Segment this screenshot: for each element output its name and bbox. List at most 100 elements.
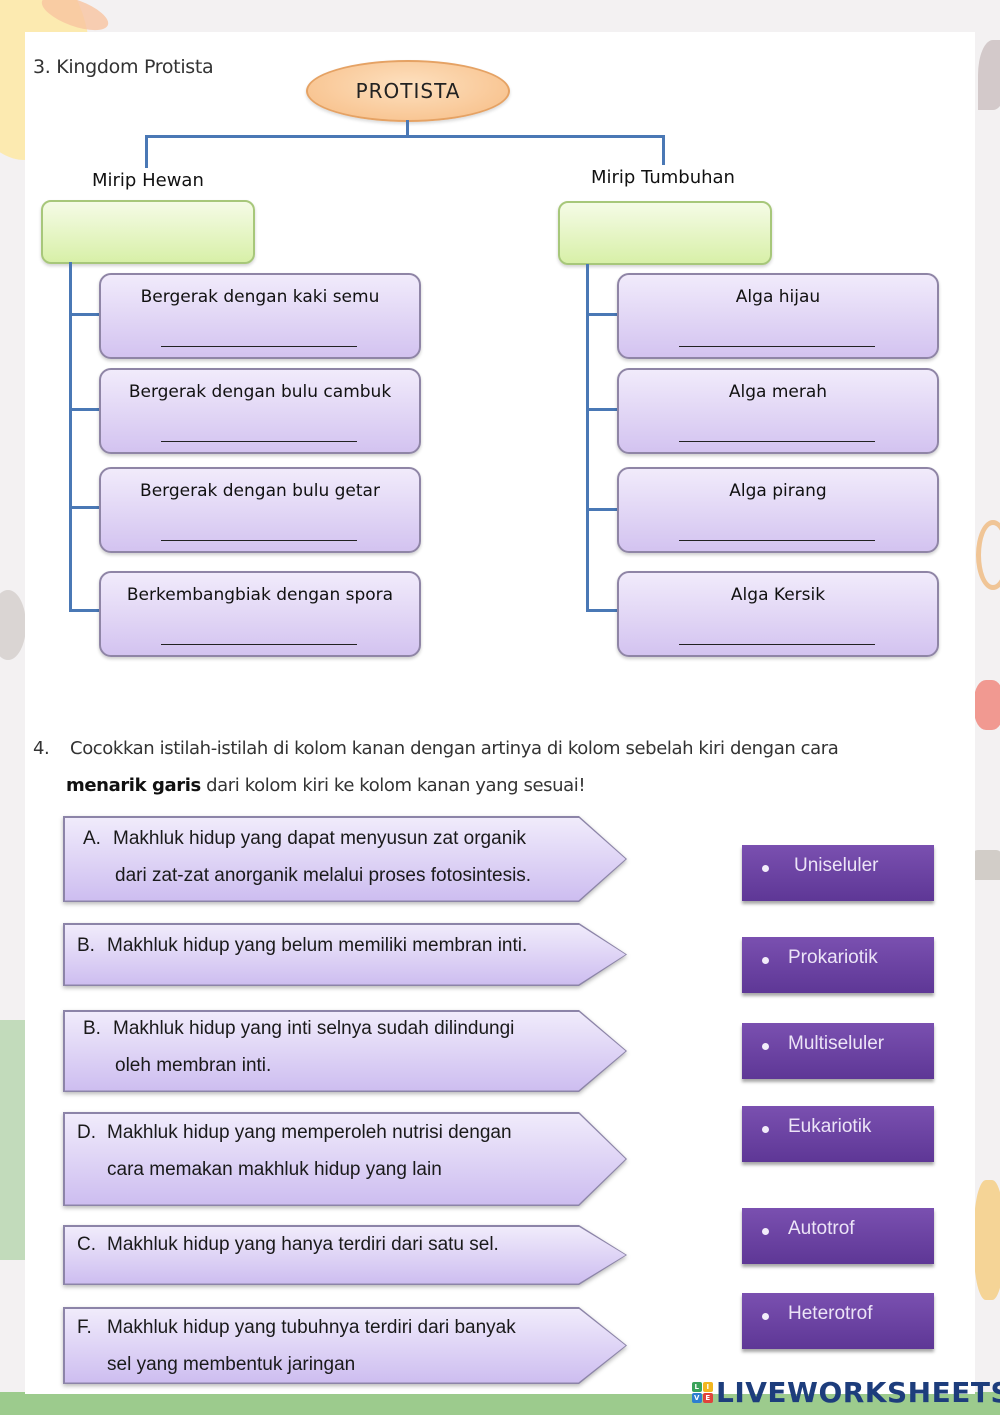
definition-arrow-b1[interactable]: B.Makhluk hidup yang belum memiliki memb… xyxy=(63,923,627,986)
connector-line xyxy=(586,408,618,411)
algae-label: Alga pirang xyxy=(729,481,827,501)
brand-name: LIVEWORKSHEETS xyxy=(716,1375,1000,1409)
bullet-icon xyxy=(762,957,769,964)
term-label: Autotrof xyxy=(788,1218,855,1239)
connector-line xyxy=(69,262,72,612)
connector-line xyxy=(69,408,99,411)
connector-line xyxy=(145,135,665,138)
leaf-decoration xyxy=(978,40,1000,110)
trait-label: Bergerak dengan kaki semu xyxy=(140,287,380,307)
term-box-prokariotik[interactable]: Prokariotik xyxy=(742,937,934,993)
definition-letter: C. xyxy=(77,1234,96,1255)
instruction-part-2: dari kolom kiri ke kolom kanan yang sesu… xyxy=(206,775,586,796)
instruction-bold: menarik garis xyxy=(66,775,201,796)
connector-line xyxy=(586,609,618,612)
connector-line xyxy=(69,506,99,509)
trait-box: Bergerak dengan kaki semu xyxy=(99,273,421,359)
connector-line xyxy=(406,120,409,136)
algae-box: Alga merah xyxy=(617,368,939,454)
bullet-icon xyxy=(762,1228,769,1235)
bullet-icon xyxy=(762,1043,769,1050)
question-4-number: 4. xyxy=(33,738,50,759)
definition-line-2: cara memakan makhluk hidup yang lain xyxy=(107,1159,442,1180)
branch-label-mirip-hewan: Mirip Hewan xyxy=(92,170,204,191)
term-label: Multiseluler xyxy=(788,1033,885,1054)
definition-letter: A. xyxy=(83,828,101,849)
term-box-eukariotik[interactable]: Eukariotik xyxy=(742,1106,934,1162)
term-label: Eukariotik xyxy=(788,1116,872,1137)
connector-line xyxy=(662,135,665,165)
grass-decoration xyxy=(0,1020,26,1260)
definition-line-1: Makhluk hidup yang dapat menyusun zat or… xyxy=(113,828,526,849)
answer-blank[interactable] xyxy=(161,540,357,541)
connector-line xyxy=(69,609,99,612)
definition-letter: F. xyxy=(77,1317,92,1338)
answer-box-mirip-hewan[interactable] xyxy=(41,200,255,264)
definition-letter: D. xyxy=(77,1122,96,1143)
logo-letter: V xyxy=(692,1392,702,1403)
definition-arrow-a[interactable]: A. Makhluk hidup yang dapat menyusun zat … xyxy=(63,816,627,902)
definition-arrow-b2[interactable]: B.Makhluk hidup yang inti selnya sudah d… xyxy=(63,1010,627,1092)
definition-line-2: dari zat-zat anorganik melalui proses fo… xyxy=(115,865,532,886)
trait-box: Berkembangbiak dengan spora xyxy=(99,571,421,657)
algae-box: Alga Kersik xyxy=(617,571,939,657)
definition-arrow-c[interactable]: C. Makhluk hidup yang hanya terdiri dari … xyxy=(63,1225,627,1285)
definition-line-1: Makhluk hidup yang inti selnya sudah dil… xyxy=(113,1018,515,1039)
rock-decoration xyxy=(0,590,26,660)
definition-line-1: Makhluk hidup yang memperoleh nutrisi de… xyxy=(107,1122,512,1143)
crab-decoration xyxy=(974,680,1000,730)
logo-letter: I xyxy=(703,1381,713,1392)
answer-box-mirip-tumbuhan[interactable] xyxy=(558,201,772,265)
trait-label: Berkembangbiak dengan spora xyxy=(126,585,394,605)
connector-line xyxy=(586,264,589,612)
branch-label-mirip-tumbuhan: Mirip Tumbuhan xyxy=(591,167,735,188)
answer-blank[interactable] xyxy=(679,441,875,442)
algae-box: Alga pirang xyxy=(617,467,939,553)
algae-box: Alga hijau xyxy=(617,273,939,359)
trait-label: Bergerak dengan bulu cambuk xyxy=(128,382,392,402)
definition-line-2: oleh membran inti. xyxy=(115,1055,272,1076)
answer-blank[interactable] xyxy=(679,346,875,347)
definition-arrow-d[interactable]: D. Makhluk hidup yang memperoleh nutrisi … xyxy=(63,1112,627,1206)
connector-line xyxy=(145,135,148,168)
answer-blank[interactable] xyxy=(679,644,875,645)
question-4-instruction: 4. Cocokkan istilah-istilah di kolom kan… xyxy=(33,730,933,804)
instruction-part-1: Cocokkan istilah-istilah di kolom kanan … xyxy=(70,738,839,759)
trait-box: Bergerak dengan bulu cambuk xyxy=(99,368,421,454)
root-node-protista: PROTISTA xyxy=(306,60,510,122)
question-3-title: 3. Kingdom Protista xyxy=(33,56,214,78)
root-node-label: PROTISTA xyxy=(355,79,461,103)
definition-line-2: sel yang membentuk jaringan xyxy=(107,1354,356,1375)
bullet-icon xyxy=(762,1313,769,1320)
connector-line xyxy=(69,313,99,316)
answer-blank[interactable] xyxy=(679,540,875,541)
definition-line-1: Makhluk hidup yang belum memiliki membra… xyxy=(107,935,528,956)
answer-blank[interactable] xyxy=(161,346,357,347)
connector-line xyxy=(586,313,618,316)
connector-line xyxy=(586,508,618,511)
sunflower-decoration xyxy=(974,1180,1000,1300)
definition-arrow-f[interactable]: F. Makhluk hidup yang tubuhnya terdiri da… xyxy=(63,1307,627,1384)
term-box-autotrof[interactable]: Autotrof xyxy=(742,1208,934,1264)
liveworksheets-logo-icon: L I V E xyxy=(692,1381,713,1403)
answer-blank[interactable] xyxy=(161,441,357,442)
worksheet-page: 3. Kingdom Protista PROTISTA Mirip Hewan… xyxy=(25,32,975,1394)
answer-blank[interactable] xyxy=(161,644,357,645)
term-box-uniseluler[interactable]: Uniseluler xyxy=(742,845,934,901)
liveworksheets-logo[interactable]: L I V E LIVEWORKSHEETS xyxy=(692,1374,1000,1410)
snake-decoration xyxy=(976,520,1000,590)
logo-letter: E xyxy=(703,1392,713,1403)
term-label: Prokariotik xyxy=(788,947,878,968)
term-box-heterotrof[interactable]: Heterotrof xyxy=(742,1293,934,1349)
hill-decoration xyxy=(972,850,1000,880)
term-label: Uniseluler xyxy=(794,855,879,876)
term-box-multiseluler[interactable]: Multiseluler xyxy=(742,1023,934,1079)
logo-letter: L xyxy=(692,1381,702,1392)
definition-line-1: Makhluk hidup yang hanya terdiri dari sa… xyxy=(107,1234,499,1255)
bullet-icon xyxy=(762,1126,769,1133)
definition-line-1: Makhluk hidup yang tubuhnya terdiri dari… xyxy=(107,1317,516,1338)
algae-label: Alga Kersik xyxy=(730,585,826,605)
trait-label: Bergerak dengan bulu getar xyxy=(140,481,380,501)
trait-box: Bergerak dengan bulu getar xyxy=(99,467,421,553)
term-label: Heterotrof xyxy=(788,1303,873,1324)
